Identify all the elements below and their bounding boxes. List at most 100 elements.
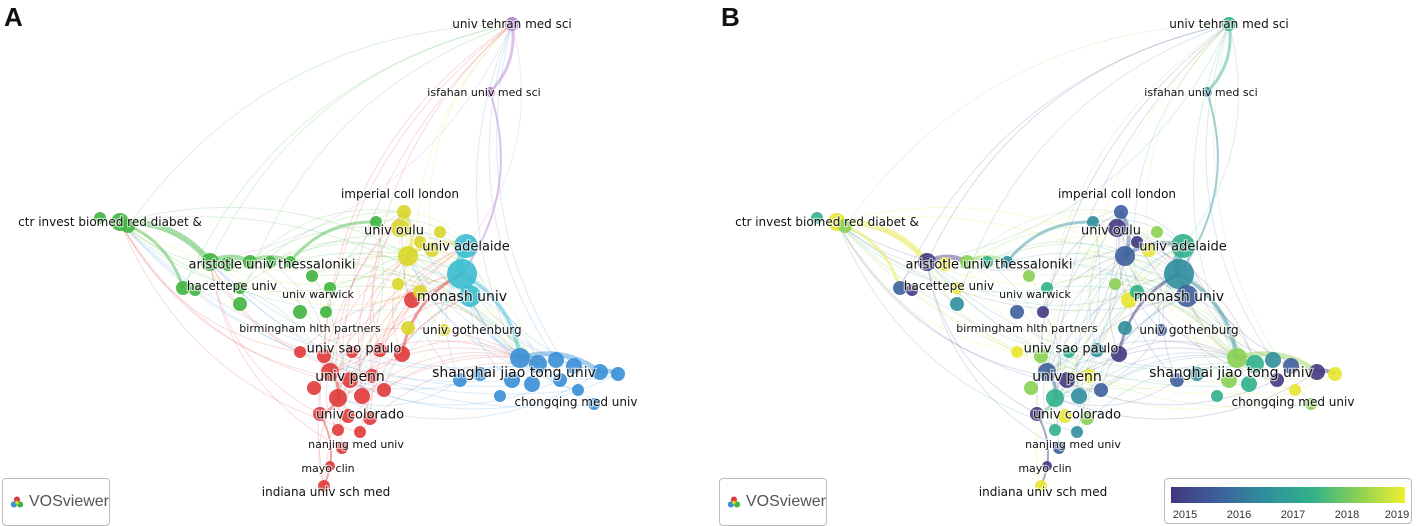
network-node[interactable] bbox=[1270, 373, 1284, 387]
network-node[interactable] bbox=[341, 409, 355, 423]
network-node[interactable] bbox=[1001, 256, 1013, 268]
network-node[interactable] bbox=[1265, 352, 1281, 368]
node-label[interactable]: univ oulu bbox=[1080, 222, 1142, 240]
network-node[interactable] bbox=[346, 346, 358, 358]
node-label[interactable]: univ colorado bbox=[315, 406, 406, 424]
node-label[interactable]: univ gothenburg bbox=[421, 322, 523, 339]
network-node[interactable] bbox=[906, 284, 918, 296]
network-node[interactable] bbox=[1046, 389, 1064, 407]
network-node[interactable] bbox=[438, 324, 450, 336]
network-node[interactable] bbox=[1071, 426, 1083, 438]
network-node[interactable] bbox=[1049, 424, 1061, 436]
node-label[interactable]: indiana univ sch med bbox=[978, 484, 1109, 501]
network-node[interactable] bbox=[485, 87, 495, 97]
network-node[interactable] bbox=[264, 256, 276, 268]
network-node[interactable] bbox=[392, 278, 404, 290]
node-label[interactable]: birmingham hlth partners bbox=[955, 321, 1099, 337]
network-node[interactable] bbox=[1108, 219, 1126, 237]
network-node[interactable] bbox=[981, 256, 993, 268]
network-node[interactable] bbox=[1115, 246, 1135, 266]
network-node[interactable] bbox=[1063, 346, 1075, 358]
network-node[interactable] bbox=[365, 369, 379, 383]
network-node[interactable] bbox=[1023, 270, 1035, 282]
network-node[interactable] bbox=[1130, 285, 1144, 299]
network-node[interactable] bbox=[1283, 358, 1299, 374]
network-node[interactable] bbox=[1059, 372, 1075, 388]
node-label[interactable]: monash univ bbox=[1133, 288, 1226, 307]
network-node[interactable] bbox=[354, 426, 366, 438]
network-node[interactable] bbox=[1171, 234, 1195, 258]
network-node[interactable] bbox=[324, 282, 336, 294]
network-node[interactable] bbox=[318, 480, 330, 492]
node-label[interactable]: shanghai jiao tong univ bbox=[431, 364, 597, 383]
node-label[interactable]: imperial coll london bbox=[1057, 186, 1178, 203]
network-node[interactable] bbox=[336, 442, 348, 454]
node-label[interactable]: univ tehran med sci bbox=[451, 16, 573, 33]
network-node[interactable] bbox=[1071, 388, 1087, 404]
network-node[interactable] bbox=[1042, 461, 1052, 471]
network-node[interactable] bbox=[363, 411, 377, 425]
network-node[interactable] bbox=[413, 285, 427, 299]
node-label[interactable]: imperial coll london bbox=[340, 186, 461, 203]
network-node[interactable] bbox=[397, 205, 411, 219]
network-node[interactable] bbox=[1305, 398, 1317, 410]
network-node[interactable] bbox=[1170, 373, 1184, 387]
network-node[interactable] bbox=[838, 219, 852, 233]
node-label[interactable]: ctr invest biomed red diabet & bbox=[734, 214, 920, 231]
network-node[interactable] bbox=[1227, 348, 1247, 368]
network-node[interactable] bbox=[447, 259, 477, 289]
network-node[interactable] bbox=[960, 255, 974, 269]
network-node[interactable] bbox=[524, 376, 540, 392]
node-label[interactable]: univ oulu bbox=[363, 222, 425, 240]
network-node[interactable] bbox=[893, 281, 907, 295]
network-node[interactable] bbox=[1114, 205, 1128, 219]
network-node[interactable] bbox=[1202, 87, 1212, 97]
node-label[interactable]: nanjing med univ bbox=[1024, 437, 1123, 453]
network-node[interactable] bbox=[529, 355, 547, 373]
node-label[interactable]: nanjing med univ bbox=[307, 437, 406, 453]
network-node[interactable] bbox=[811, 212, 823, 224]
node-label[interactable]: monash univ bbox=[416, 288, 509, 307]
network-node[interactable] bbox=[332, 424, 344, 436]
node-label[interactable]: univ warwick bbox=[998, 287, 1073, 303]
network-node[interactable] bbox=[401, 321, 415, 335]
network-node[interactable] bbox=[377, 383, 391, 397]
network-node[interactable] bbox=[1176, 285, 1198, 307]
network-node[interactable] bbox=[434, 226, 446, 238]
network-node[interactable] bbox=[320, 306, 332, 318]
network-node[interactable] bbox=[394, 346, 410, 362]
node-label[interactable]: isfahan univ med sci bbox=[1143, 85, 1259, 101]
network-node[interactable] bbox=[1190, 367, 1204, 381]
node-label[interactable]: univ adelaide bbox=[1138, 238, 1228, 256]
network-node[interactable] bbox=[454, 234, 478, 258]
network-node[interactable] bbox=[504, 372, 520, 388]
network-node[interactable] bbox=[306, 270, 318, 282]
network-node[interactable] bbox=[221, 257, 235, 271]
network-node[interactable] bbox=[325, 461, 335, 471]
network-node[interactable] bbox=[1037, 306, 1049, 318]
network-node[interactable] bbox=[1131, 236, 1143, 248]
node-label[interactable]: indiana univ sch med bbox=[261, 484, 392, 501]
network-node[interactable] bbox=[1142, 243, 1156, 257]
network-node[interactable] bbox=[1090, 343, 1104, 357]
network-node[interactable] bbox=[588, 398, 600, 410]
node-label[interactable]: mayo clin bbox=[300, 461, 356, 477]
network-node[interactable] bbox=[938, 257, 952, 271]
network-node[interactable] bbox=[284, 256, 296, 268]
network-node[interactable] bbox=[951, 282, 963, 294]
network-node[interactable] bbox=[1221, 372, 1237, 388]
node-label[interactable]: univ sao paulo bbox=[305, 340, 402, 358]
network-map-b[interactable]: univ tehran med sci isfahan univ med sci i… bbox=[717, 0, 1417, 526]
network-node[interactable] bbox=[1034, 349, 1048, 363]
node-label[interactable]: univ tehran med sci bbox=[1168, 16, 1290, 33]
network-node[interactable] bbox=[121, 219, 135, 233]
network-node[interactable] bbox=[1151, 226, 1163, 238]
network-node[interactable] bbox=[494, 390, 506, 402]
node-label[interactable]: univ colorado bbox=[1032, 406, 1123, 424]
network-node[interactable] bbox=[1011, 346, 1023, 358]
node-label[interactable]: univ sao paulo bbox=[1022, 340, 1119, 358]
node-label[interactable]: univ gothenburg bbox=[1138, 322, 1240, 339]
network-node[interactable] bbox=[592, 364, 608, 380]
network-node[interactable] bbox=[1111, 346, 1127, 362]
